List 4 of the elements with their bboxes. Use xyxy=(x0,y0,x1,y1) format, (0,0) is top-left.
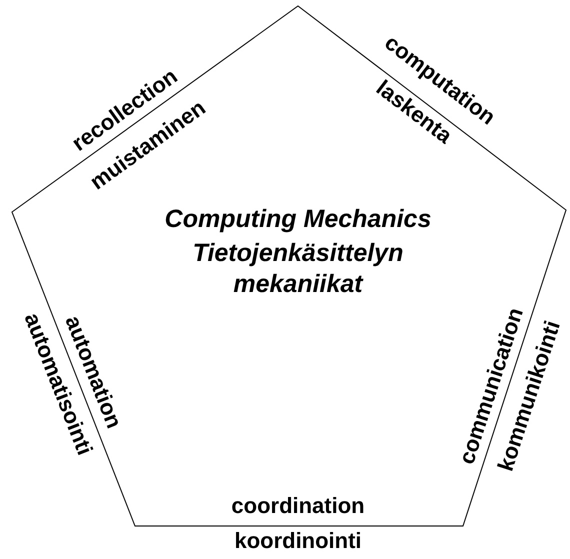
side-label: koordinointi xyxy=(234,529,362,553)
title-text: Computing Mechanics xyxy=(164,204,432,235)
side-label: coordination xyxy=(231,494,365,518)
title-text: Tietojenkäsittelyn mekaniikat xyxy=(192,238,404,300)
